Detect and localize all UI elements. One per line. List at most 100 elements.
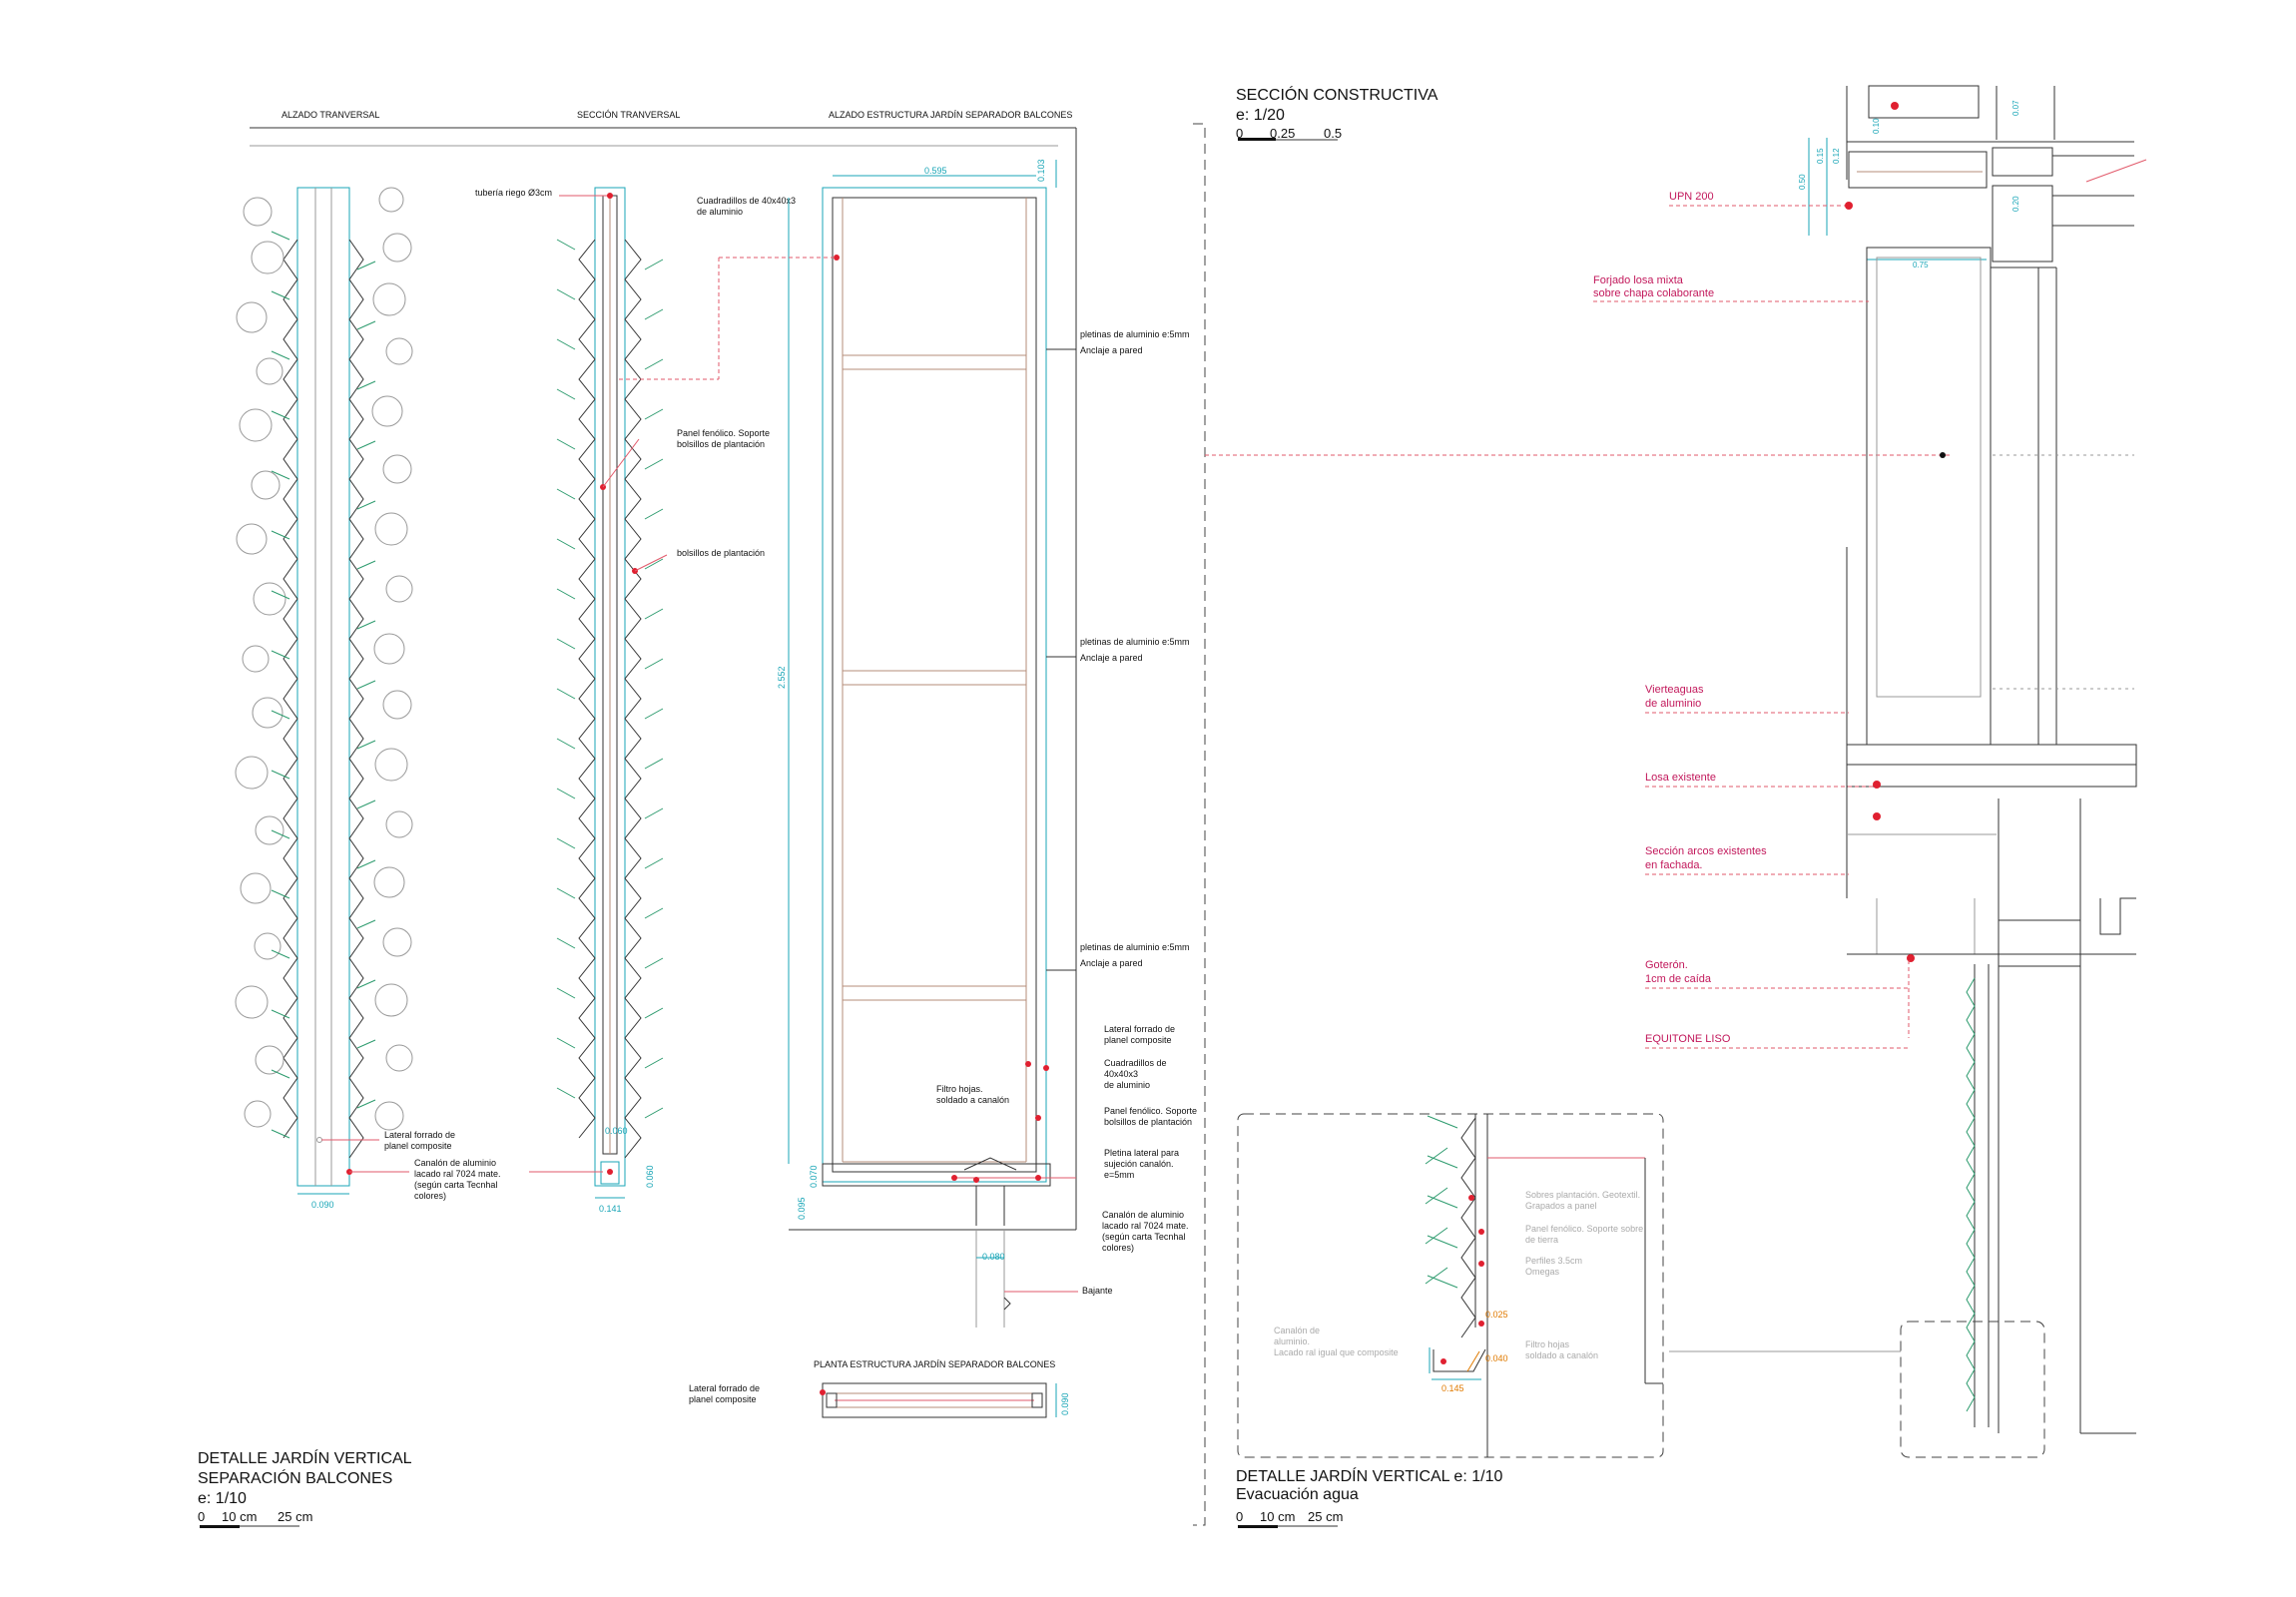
note-lateral-planta-l2: planel composite xyxy=(689,1394,757,1404)
dim-020: 0.20 xyxy=(2011,196,2020,212)
label-upn-200: UPN 200 xyxy=(1669,191,1714,203)
left-scale-25: 25 cm xyxy=(278,1509,312,1524)
header-seccion-transversal: SECCIÓN TRANVERSAL xyxy=(577,110,680,120)
detail-note-perfiles-l1: Perfiles 3.5cm xyxy=(1525,1256,1582,1266)
note-tuberia: tubería riego Ø3cm xyxy=(475,188,552,198)
note-lateral-r-l2: planel composite xyxy=(1104,1035,1172,1045)
construction-section: 0.07 0.10 0.50 0.15 0.12 0.20 0.75 xyxy=(1669,85,2147,1458)
elevation-frame xyxy=(296,187,350,1187)
detail-title-l2: Evacuación agua xyxy=(1236,1486,1359,1503)
left-title-l2: SEPARACIÓN BALCONES xyxy=(198,1468,392,1487)
label-vierteaguas-l1: Vierteaguas xyxy=(1645,684,1704,696)
note-panel-fenolico-l2: bolsillos de plantación xyxy=(677,439,765,449)
note-panel-fenolico-l1: Panel fenólico. Soporte xyxy=(677,428,770,438)
detail-scale-0: 0 xyxy=(1236,1509,1243,1524)
note-pletinas1-l2: Anclaje a pared xyxy=(1080,345,1143,355)
structure-outer-frame xyxy=(822,187,1047,1183)
dim-0595: 0.595 xyxy=(924,166,947,176)
note-pletinas3-l1: pletinas de aluminio e:5mm xyxy=(1080,942,1190,952)
dim-2552: 2.552 xyxy=(777,666,787,689)
label-equitone: EQUITONE LISO xyxy=(1645,1033,1731,1045)
detail-note-sobres-l2: Grapados a panel xyxy=(1525,1201,1597,1211)
label-goteron-l1: Goterón. xyxy=(1645,959,1688,971)
note-lateral-planta-l1: Lateral forrado de xyxy=(689,1383,760,1393)
detail-scale-25: 25 cm xyxy=(1308,1509,1343,1524)
dim-007: 0.07 xyxy=(2011,100,2020,116)
detail-scale-10: 10 cm xyxy=(1260,1509,1295,1524)
note-canalon-r-l4: colores) xyxy=(1102,1243,1134,1253)
upn-200-profile xyxy=(1848,151,1988,189)
alzado-elevation: 0.090 xyxy=(235,187,413,1210)
detail-note-filtro-l2: soldado a canalón xyxy=(1525,1350,1598,1360)
note-canalon-r-l1: Canalón de aluminio xyxy=(1102,1210,1184,1220)
note-pletinas1-l1: pletinas de aluminio e:5mm xyxy=(1080,329,1190,339)
note-pletina-lateral-l1: Pletina lateral para xyxy=(1104,1148,1179,1158)
dim-0070: 0.070 xyxy=(809,1165,819,1188)
left-title-l1: DETALLE JARDÍN VERTICAL xyxy=(198,1448,412,1467)
dim-0095: 0.095 xyxy=(797,1197,807,1220)
detail-evacuacion-agua: Sobres plantación. Geotextil. Grapados a… xyxy=(1236,1113,1664,1528)
left-sheet: ALZADO TRANVERSAL SECCIÓN TRANVERSAL ALZ… xyxy=(198,110,1197,1528)
note-bajante: Bajante xyxy=(1082,1286,1113,1296)
detail-note-panel-l1: Panel fenólico. Soporte sobre xyxy=(1525,1224,1643,1234)
note-cuadradillos-r-l3: de aluminio xyxy=(1104,1080,1150,1090)
header-alzado-transversal: ALZADO TRANVERSAL xyxy=(282,110,379,120)
note-lateral-forrado-l1: Lateral forrado de xyxy=(384,1130,455,1140)
foliage-circles xyxy=(235,187,413,1131)
detail-callout-box xyxy=(1900,1321,2045,1458)
note-canalon-l4: colores) xyxy=(414,1191,446,1201)
note-canalon-r-l3: (según carta Tecnhal xyxy=(1102,1232,1185,1242)
label-forjado-l1: Forjado losa mixta xyxy=(1593,274,1684,286)
detail-note-perfiles-l2: Omegas xyxy=(1525,1267,1560,1277)
detail-note-canalon-l3: Lacado ral igual que composite xyxy=(1274,1347,1399,1357)
dim-050: 0.50 xyxy=(1798,174,1807,190)
dim-0103: 0.103 xyxy=(1036,159,1046,182)
dim-075: 0.75 xyxy=(1913,261,1929,269)
note-pletina-lateral-l2: sujeción canalón. xyxy=(1104,1159,1174,1169)
note-cuadradillos-l2: de aluminio xyxy=(697,207,743,217)
right-scale-05: 0.5 xyxy=(1324,126,1342,141)
note-filtro-l1: Filtro hojas. xyxy=(936,1084,983,1094)
right-title: SECCIÓN CONSTRUCTIVA xyxy=(1236,85,1438,104)
label-arcos-l2: en fachada. xyxy=(1645,859,1703,871)
dim-0090: 0.090 xyxy=(311,1200,334,1210)
detail-note-filtro-l1: Filtro hojas xyxy=(1525,1339,1570,1349)
dim-0141: 0.141 xyxy=(599,1204,622,1214)
dim-015: 0.15 xyxy=(1816,148,1825,164)
label-arcos-l1: Sección arcos existentes xyxy=(1645,845,1767,857)
note-pletinas3-l2: Anclaje a pared xyxy=(1080,958,1143,968)
note-pletinas2-l1: pletinas de aluminio e:5mm xyxy=(1080,637,1190,647)
right-scale-025: 0.25 xyxy=(1270,126,1295,141)
detail-note-canalon-l2: aluminio. xyxy=(1274,1336,1310,1346)
right-sheet: SECCIÓN CONSTRUCTIVA e: 1/20 0 0.25 0.5 … xyxy=(1236,85,2147,1528)
sheet-divider xyxy=(1193,123,1206,1526)
note-canalon-l2: lacado ral 7024 mate. xyxy=(414,1169,501,1179)
estructura-elevation: 0.595 0.103 2.552 0.070 0.095 0.080 xyxy=(619,159,1076,1328)
dim-0090b: 0.090 xyxy=(1060,1392,1070,1415)
detail-dim-0145: 0.145 xyxy=(1441,1383,1464,1393)
right-title-scale: e: 1/20 xyxy=(1236,107,1285,124)
left-scale-10: 10 cm xyxy=(222,1509,257,1524)
note-lateral-forrado-l2: planel composite xyxy=(384,1141,452,1151)
label-losa-existente: Losa existente xyxy=(1645,772,1716,784)
detail-dim-0040: 0.040 xyxy=(1485,1353,1508,1363)
structure-inner-frame xyxy=(832,197,1037,1173)
zigzag-left xyxy=(283,239,298,1139)
detail-dim-0025: 0.025 xyxy=(1485,1310,1508,1320)
note-canalon-l3: (según carta Tecnhal xyxy=(414,1180,497,1190)
dim-010: 0.10 xyxy=(1872,118,1881,134)
planta-title: PLANTA ESTRUCTURA JARDÍN SEPARADOR BALCO… xyxy=(814,1359,1055,1369)
note-bolsillos: bolsillos de plantación xyxy=(677,548,765,558)
detail-note-canalon-l1: Canalón de xyxy=(1274,1326,1320,1335)
note-canalon-l1: Canalón de aluminio xyxy=(414,1158,496,1168)
note-lateral-r-l1: Lateral forrado de xyxy=(1104,1024,1175,1034)
zigzag-right xyxy=(348,239,364,1159)
dim-012: 0.12 xyxy=(1832,148,1841,164)
dim-0080: 0.080 xyxy=(982,1252,1005,1262)
detail-note-sobres-l1: Sobres plantación. Geotextil. xyxy=(1525,1190,1640,1200)
dim-0060b: 0.060 xyxy=(645,1165,655,1188)
losa-existente xyxy=(1846,744,2137,766)
note-panel-r-l2: bolsillos de plantación xyxy=(1104,1117,1192,1127)
detail-frame xyxy=(1237,1113,1664,1458)
